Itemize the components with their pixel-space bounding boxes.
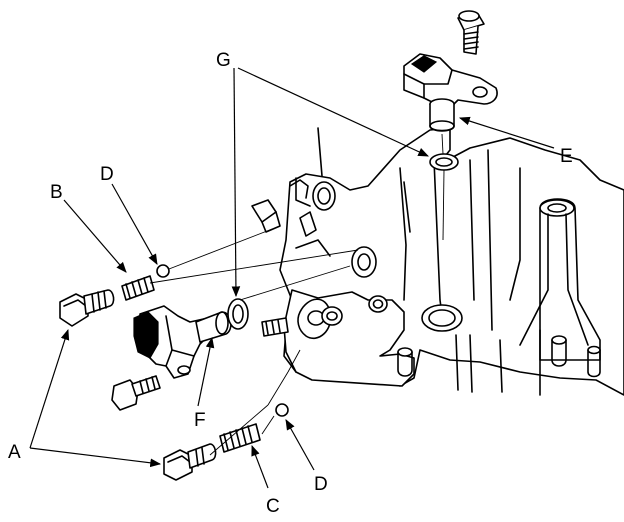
spring-c: [219, 423, 261, 453]
transmission-housing: [251, 127, 624, 396]
ball-d-upper: [156, 264, 170, 278]
callout-f: F: [194, 410, 206, 431]
callout-c: C: [266, 496, 280, 517]
ball-d-lower: [275, 403, 289, 417]
callout-b: B: [50, 182, 63, 203]
callout-a: A: [8, 442, 21, 463]
upper-bolt: [457, 10, 485, 55]
callout-e: E: [560, 146, 573, 167]
callout-labels: G E D B F A D C: [8, 50, 573, 517]
sensor-e: [403, 53, 498, 132]
o-ring-lower: [227, 298, 249, 330]
plug-a-lower: [163, 443, 217, 481]
sensor-f: [133, 305, 232, 379]
callout-d-upper: D: [100, 164, 114, 185]
plug-a-upper: [59, 289, 115, 327]
callout-d-lower: D: [314, 474, 328, 495]
callout-g: G: [216, 50, 231, 71]
sensor-f-bolt: [111, 375, 161, 411]
o-ring-upper: [429, 153, 459, 171]
alignment-lines: [149, 133, 445, 456]
leader-lines: [29, 67, 555, 489]
spring-b: [121, 275, 155, 301]
